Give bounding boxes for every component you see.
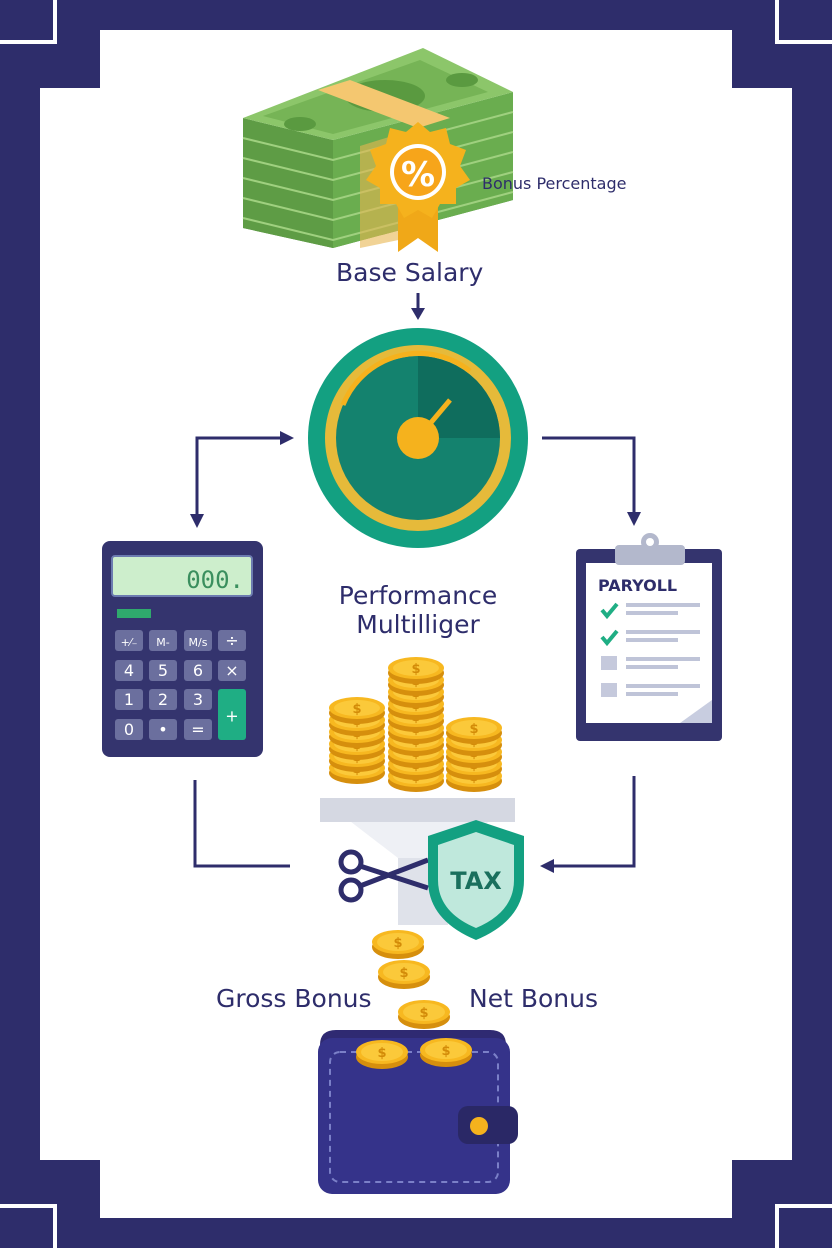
calculator-key: 0 xyxy=(115,719,143,740)
check-icon xyxy=(600,602,619,620)
payroll-row xyxy=(601,683,700,697)
label-net-bonus: Net Bonus xyxy=(469,984,598,1013)
payroll-row xyxy=(600,602,700,620)
svg-text:$: $ xyxy=(377,1046,386,1061)
tax-label: TAX xyxy=(450,867,502,895)
arrow-base-to-gauge xyxy=(411,293,425,320)
calculator-key: • xyxy=(149,719,177,740)
calculator-key: M- xyxy=(149,630,177,651)
coin: $ xyxy=(420,1038,472,1067)
corner-ornaments xyxy=(40,30,792,1218)
percent-badge-icon xyxy=(366,122,470,252)
calculator-key-label: M- xyxy=(156,636,169,649)
calculator-key-label: 1 xyxy=(124,690,134,709)
calculator-key: + xyxy=(218,689,246,740)
wallet-icon xyxy=(318,1030,518,1194)
label-base-salary: Base Salary xyxy=(336,258,484,287)
calculator-key: = xyxy=(184,719,212,740)
connector-calculator-funnel xyxy=(193,780,290,868)
calculator-key: × xyxy=(218,660,246,681)
calculator-key-label: + xyxy=(225,707,238,726)
svg-text:$: $ xyxy=(441,1044,450,1059)
calculator-key: 3 xyxy=(184,689,212,710)
label-gross-bonus: Gross Bonus xyxy=(216,984,372,1013)
arrowhead-to-payroll xyxy=(627,512,641,526)
coin: $ xyxy=(446,717,502,744)
arrowhead-to-gauge xyxy=(280,431,294,445)
calculator-key-label: 6 xyxy=(193,661,203,680)
calculator-key-label: 3 xyxy=(193,690,203,709)
calculator-key-label: 4 xyxy=(124,661,134,680)
calculator-key-label: ÷ xyxy=(225,631,238,650)
payroll-checklist xyxy=(600,602,700,697)
payroll-clipboard-icon xyxy=(576,533,722,741)
calculator-key: 4 xyxy=(115,660,143,681)
coin: $ xyxy=(398,1000,450,1029)
svg-text:$: $ xyxy=(393,936,402,951)
arrowhead-to-funnel xyxy=(540,859,554,873)
coin: $ xyxy=(329,697,385,724)
calculator-key-label: × xyxy=(225,661,238,680)
calculator-key-label: • xyxy=(158,720,167,739)
calculator-key: ÷ xyxy=(218,630,246,651)
empty-checkbox-icon xyxy=(601,656,617,670)
svg-text:$: $ xyxy=(469,722,478,737)
gauge-icon xyxy=(308,328,528,548)
coin: $ xyxy=(378,960,430,989)
coin: $ xyxy=(388,657,444,684)
calculator-key: 2 xyxy=(149,689,177,710)
calculator-display: 000. xyxy=(186,566,244,594)
connector-gauge-payroll xyxy=(542,436,636,515)
arrowhead-to-calculator xyxy=(190,514,204,528)
coin: $ xyxy=(372,930,424,959)
payroll-row xyxy=(601,656,700,670)
payroll-title: PARYOLL xyxy=(598,576,677,595)
calculator-key-label: 2 xyxy=(158,690,168,709)
calculator-key-label: 0 xyxy=(124,720,134,739)
calculator-keypad: +⁄₋ M- M/s ÷ 4 5 6 × 1 2 3 +0 • = xyxy=(115,630,246,740)
label-bonus-percentage: Bonus Percentage xyxy=(482,174,627,193)
coin: $ xyxy=(356,1040,408,1069)
coin-stacks-icon: $$$$$$$$$$$$$$$$$$$$$ xyxy=(329,657,502,792)
tax-shield-icon xyxy=(428,820,524,940)
empty-checkbox-icon xyxy=(601,683,617,697)
calculator-key: +⁄₋ xyxy=(115,630,143,651)
label-multiplier: Multilliger xyxy=(356,610,480,639)
svg-text:$: $ xyxy=(399,966,408,981)
falling-coins: $ $ $ xyxy=(372,930,450,1029)
connector-payroll-funnel xyxy=(552,776,636,868)
calculator-key: 1 xyxy=(115,689,143,710)
payroll-row xyxy=(600,629,700,647)
calculator-key: M/s xyxy=(184,630,212,651)
connector-calculator-gauge xyxy=(195,436,283,520)
calculator-key-label: = xyxy=(191,720,204,739)
svg-text:$: $ xyxy=(352,702,361,717)
scissors-icon xyxy=(338,849,429,903)
badge-percent-symbol: % xyxy=(401,155,435,195)
check-icon xyxy=(600,629,619,647)
label-performance: Performance xyxy=(338,581,498,610)
calculator-key-label: +⁄₋ xyxy=(121,636,138,649)
calculator-key-label: M/s xyxy=(189,636,208,649)
wallet-coins: $$ xyxy=(356,1038,472,1069)
svg-text:$: $ xyxy=(419,1006,428,1021)
calculator-key: 5 xyxy=(149,660,177,681)
calculator-key-label: 5 xyxy=(158,661,168,680)
svg-text:$: $ xyxy=(411,662,420,677)
calculator-key: 6 xyxy=(184,660,212,681)
